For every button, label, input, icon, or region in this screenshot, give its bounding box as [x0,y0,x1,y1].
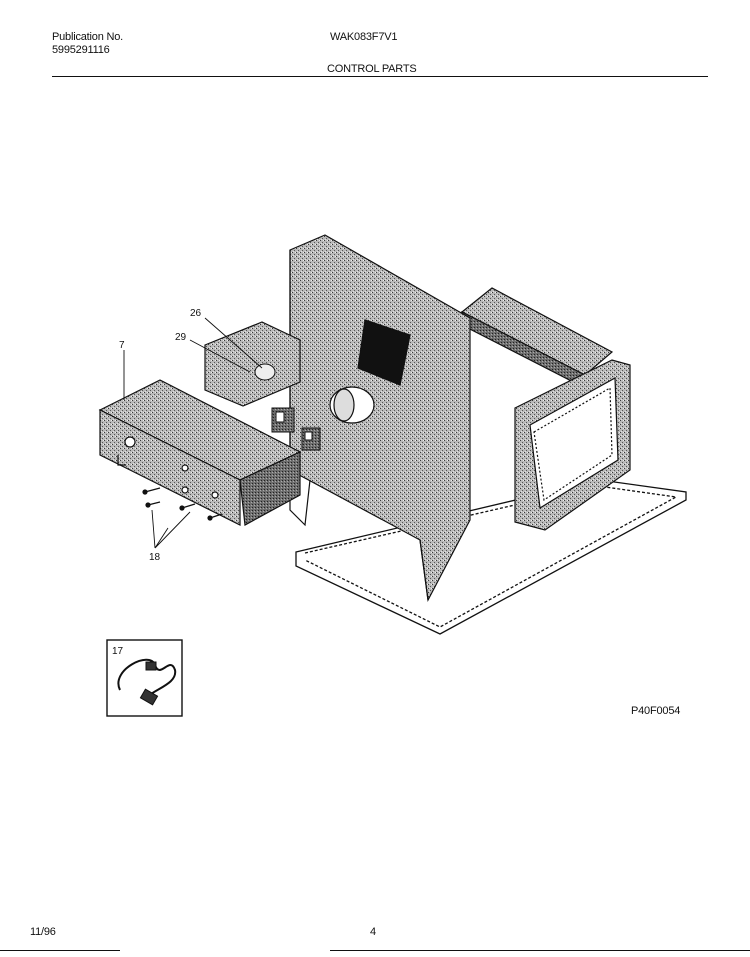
partition-panel [289,234,471,602]
front-frame [514,359,631,531]
callout-18: 18 [149,552,161,563]
control-box [98,379,302,526]
callout-17: 17 [112,646,124,657]
callout-7: 7 [119,340,125,351]
small-cylinder [254,363,276,381]
footer-rule-right [330,950,750,951]
footer-date: 11/96 [30,926,56,938]
rear-bracket [204,321,301,407]
leader-lines [123,317,263,549]
selector-switch [271,407,295,433]
screws [142,487,223,521]
capacitor [329,386,375,424]
figure-code: P40F0054 [631,705,681,717]
callout-29: 29 [175,332,187,343]
callout-26: 26 [190,308,202,319]
footer-rule-left [0,950,120,951]
thermostat [301,427,321,451]
model-number: WAK083F7V1 [330,31,398,43]
section-title: CONTROL PARTS [327,63,417,75]
header-rule [52,76,708,77]
page-number: 4 [370,926,376,938]
publication-number: 5995291116 [52,44,110,56]
publication-label: Publication No. [52,31,123,43]
power-cord-inset: 17 [106,639,183,717]
